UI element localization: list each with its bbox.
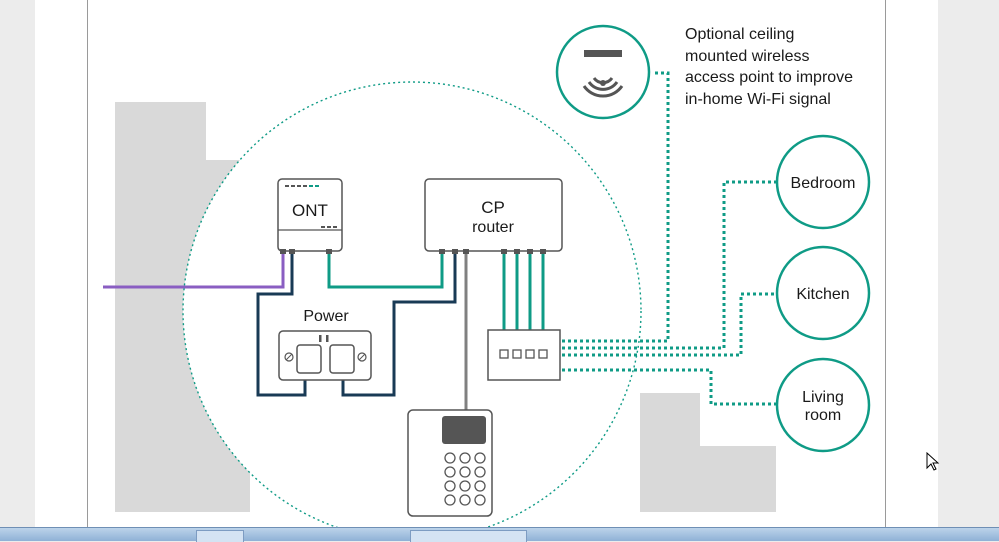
house-wall-shape-right <box>640 393 776 512</box>
router-power-cable <box>341 251 457 397</box>
patch-panel <box>487 329 561 381</box>
telephone-icon <box>407 409 493 517</box>
router-label-line2: router <box>472 219 514 236</box>
fibre-cable <box>103 251 285 289</box>
wireless-access-point-icon <box>555 24 651 120</box>
room-label-living-line1: Living <box>802 389 844 406</box>
power-label: Power <box>303 308 349 325</box>
room-bedroom: Bedroom <box>775 134 871 230</box>
room-label-bedroom: Bedroom <box>791 175 856 192</box>
room-kitchen: Kitchen <box>775 245 871 341</box>
taskbar-button[interactable] <box>196 530 244 542</box>
mouse-cursor-icon <box>926 452 940 471</box>
wifi-access-point-caption: Optional ceiling mounted wireless access… <box>685 26 854 108</box>
wifi-ap-data-line <box>562 71 670 343</box>
room-living-room: Living room <box>775 357 871 453</box>
frame-border-left <box>87 0 88 527</box>
room-label-kitchen: Kitchen <box>796 286 849 303</box>
cp-router-device <box>424 178 563 254</box>
taskbar-button[interactable] <box>410 530 527 542</box>
ont-device <box>277 178 343 254</box>
ont-status-lights <box>285 185 337 228</box>
ont-router-cable <box>327 251 444 289</box>
room-label-living-line2: room <box>805 407 841 424</box>
ont-power-cable <box>256 251 307 397</box>
router-label-line1: CP <box>481 198 505 217</box>
living-room-data-line <box>562 368 776 406</box>
bedroom-data-line <box>562 180 776 350</box>
home-network-diagram: ONT CP router Power <box>103 24 871 527</box>
taskbar[interactable] <box>0 527 999 542</box>
ont-label: ONT <box>292 201 328 220</box>
frame-border-right <box>885 0 886 527</box>
double-power-socket-icon <box>278 330 372 381</box>
